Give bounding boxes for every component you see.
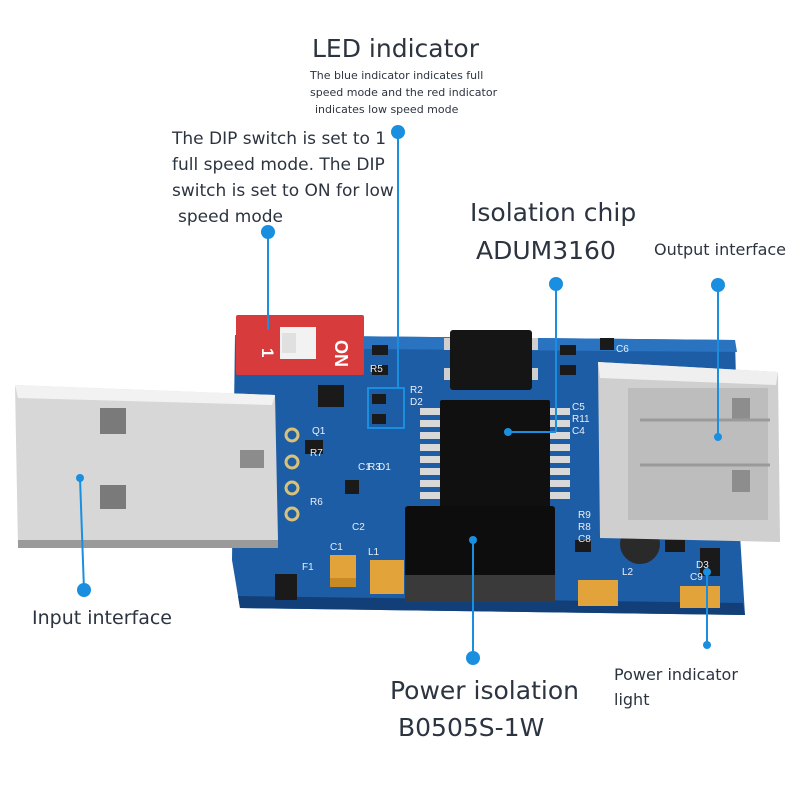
silk-label: R7 xyxy=(310,448,323,459)
top-ic xyxy=(444,330,538,390)
isolation-chip-title: Isolation chip xyxy=(470,198,637,227)
silk-label: R11 xyxy=(572,414,590,425)
silk-label: R3 xyxy=(368,462,381,473)
dip-desc-line: speed mode xyxy=(178,207,283,227)
dip-label-on: ON xyxy=(331,340,351,367)
led-indicator-title: LED indicator xyxy=(312,34,479,63)
pointer-lines xyxy=(79,132,719,658)
pin-holes xyxy=(284,427,300,522)
dip-desc-line: The DIP switch is set to 1 xyxy=(172,129,387,149)
led-desc-line: speed mode and the red indicator xyxy=(310,86,498,99)
dip-desc-line: full speed mode. The DIP xyxy=(172,155,385,175)
silk-label: D2 xyxy=(410,397,423,408)
power-isolation-model: B0505S-1W xyxy=(398,713,545,742)
silk-label: C5 xyxy=(572,402,585,413)
dip-desc-line: switch is set to ON for low xyxy=(172,181,394,201)
smd-components xyxy=(275,338,720,600)
silk-label: R8 xyxy=(578,522,591,533)
silk-label: C6 xyxy=(616,344,629,355)
silk-label: C4 xyxy=(572,426,585,437)
silk-label: F1 xyxy=(302,562,314,573)
silk-label: D3 xyxy=(696,560,709,571)
silk-label: C8 xyxy=(578,534,591,545)
silk-label: Q1 xyxy=(312,426,326,437)
silk-label: R9 xyxy=(578,510,591,521)
capacitors xyxy=(330,555,720,608)
power-indicator-label: Power indicator light xyxy=(614,662,738,712)
pointer-dots xyxy=(76,125,725,665)
silk-label: D1 xyxy=(378,462,391,473)
usb-a-plug xyxy=(15,385,278,548)
led-highlight-box xyxy=(367,387,405,429)
silk-label: L2 xyxy=(622,567,634,578)
silk-label: C1 xyxy=(330,542,343,553)
silkscreen: R5 R2 D2 Q1 R7 C1 R3 D1 R6 C2 C1 L1 F1 C… xyxy=(302,344,709,583)
led-desc-line: indicates low speed mode xyxy=(315,103,459,116)
output-interface-label: Output interface xyxy=(654,240,787,259)
silk-label: C2 xyxy=(352,522,365,533)
led-desc-line: The blue indicator indicates full xyxy=(310,69,484,82)
silk-label: R2 xyxy=(410,385,423,396)
silk-label: C1 xyxy=(358,462,371,473)
isolation-chip xyxy=(420,400,570,512)
silk-label: L1 xyxy=(368,547,380,558)
silk-label: C9 xyxy=(690,572,703,583)
dip-label-1: 1 xyxy=(258,348,277,357)
power-indicator-line: Power indicator xyxy=(614,665,738,684)
usb-a-receptacle xyxy=(598,362,780,542)
input-interface-label: Input interface xyxy=(32,607,172,629)
led-indicator-desc: The blue indicator indicates full speed … xyxy=(310,67,497,118)
silk-label: R5 xyxy=(370,364,383,375)
power-module xyxy=(405,506,555,602)
silk-label: R6 xyxy=(310,497,323,508)
power-isolation-title: Power isolation xyxy=(390,676,579,705)
dip-switch-desc: The DIP switch is set to 1 full speed mo… xyxy=(172,126,394,230)
power-indicator-line: light xyxy=(614,690,650,709)
isolation-chip-model: ADUM3160 xyxy=(476,236,616,265)
